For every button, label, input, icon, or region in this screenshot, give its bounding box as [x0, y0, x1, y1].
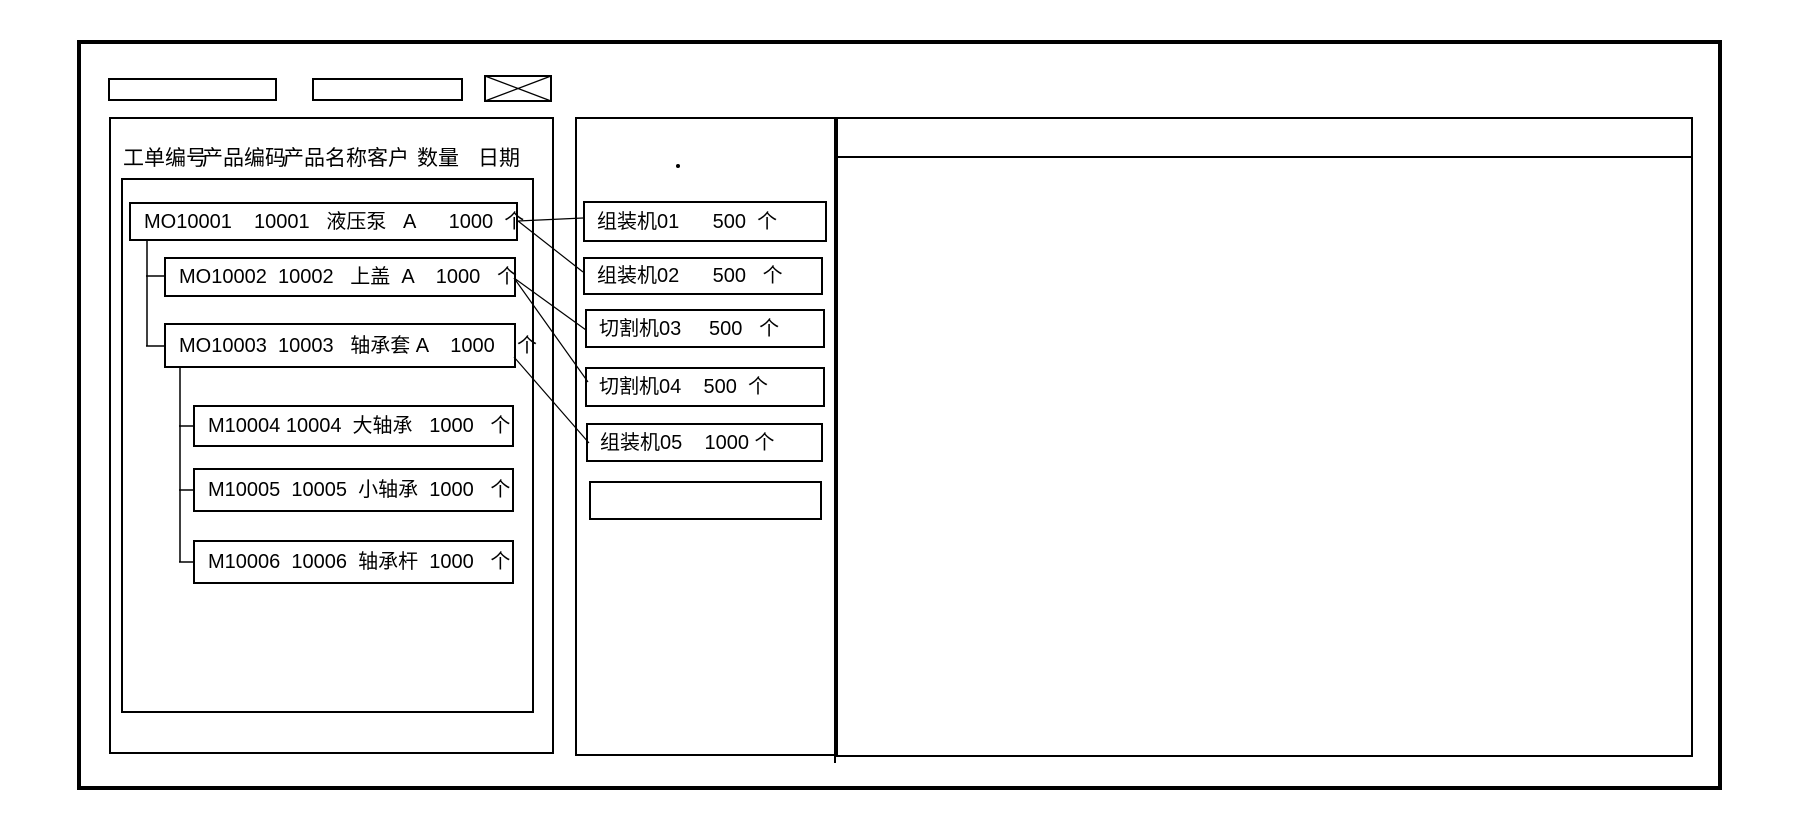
- order-label: M10005 10005 小轴承 1000 个: [208, 479, 511, 501]
- toolbar-field-1[interactable]: [108, 78, 277, 101]
- machine-row-01[interactable]: 组装机01 500 个: [583, 201, 827, 242]
- order-row-m10004[interactable]: M10004 10004 大轴承 1000 个: [193, 405, 514, 447]
- column-header-row: 工单编号 产品编码 产品名称 客户 数量 日期: [0, 142, 560, 170]
- machine-label: 切割机03 500 个: [599, 317, 780, 340]
- order-label: M10006 10006 轴承杆 1000 个: [208, 551, 511, 573]
- stray-dot: [676, 164, 680, 168]
- machine-row-05[interactable]: 组装机05 1000 个: [586, 423, 823, 462]
- order-row-m10006[interactable]: M10006 10006 轴承杆 1000 个: [193, 540, 514, 584]
- order-label: MO10001 10001 液压泵 A 1000 个: [144, 210, 525, 233]
- order-label: MO10002 10002 上盖 A 1000 个: [179, 266, 517, 288]
- column-header-customer: 客户: [367, 147, 409, 170]
- toolbar-field-2[interactable]: [312, 78, 463, 101]
- column-header-date: 日期: [478, 147, 520, 170]
- column-header-name: 产品名称: [283, 147, 367, 170]
- detail-panel-header-line: [838, 156, 1691, 158]
- crossed-box-icon: [484, 75, 552, 102]
- order-label: MO10003 10003 轴承套 A 1000 个: [179, 334, 537, 357]
- image-placeholder-button[interactable]: [484, 75, 552, 102]
- order-label: M10004 10004 大轴承 1000 个: [208, 415, 511, 437]
- machine-label: 组装机02 500 个: [597, 265, 783, 287]
- machine-label: 组装机01 500 个: [597, 210, 778, 233]
- column-header-code: 产品编码: [202, 147, 286, 170]
- divider-stub: [834, 756, 836, 763]
- order-row-mo10001[interactable]: MO10001 10001 液压泵 A 1000 个: [129, 202, 524, 241]
- machine-row-04[interactable]: 切割机04 500 个: [585, 367, 825, 407]
- machine-row-02[interactable]: 组装机02 500 个: [583, 257, 823, 295]
- order-row-m10005[interactable]: M10005 10005 小轴承 1000 个: [193, 468, 514, 512]
- machine-row-03[interactable]: 切割机03 500 个: [585, 309, 825, 348]
- order-row-mo10003[interactable]: MO10003 10003 轴承套 A 1000 个: [164, 323, 537, 368]
- machine-label: 切割机04 500 个: [599, 376, 768, 398]
- column-header-wo: 工单编号: [123, 147, 207, 170]
- detail-panel: [836, 117, 1693, 757]
- order-row-mo10002[interactable]: MO10002 10002 上盖 A 1000 个: [164, 257, 517, 297]
- machine-label: 组装机05 1000 个: [600, 431, 775, 454]
- machine-row-empty[interactable]: [589, 481, 822, 520]
- column-header-qty: 数量: [417, 147, 459, 170]
